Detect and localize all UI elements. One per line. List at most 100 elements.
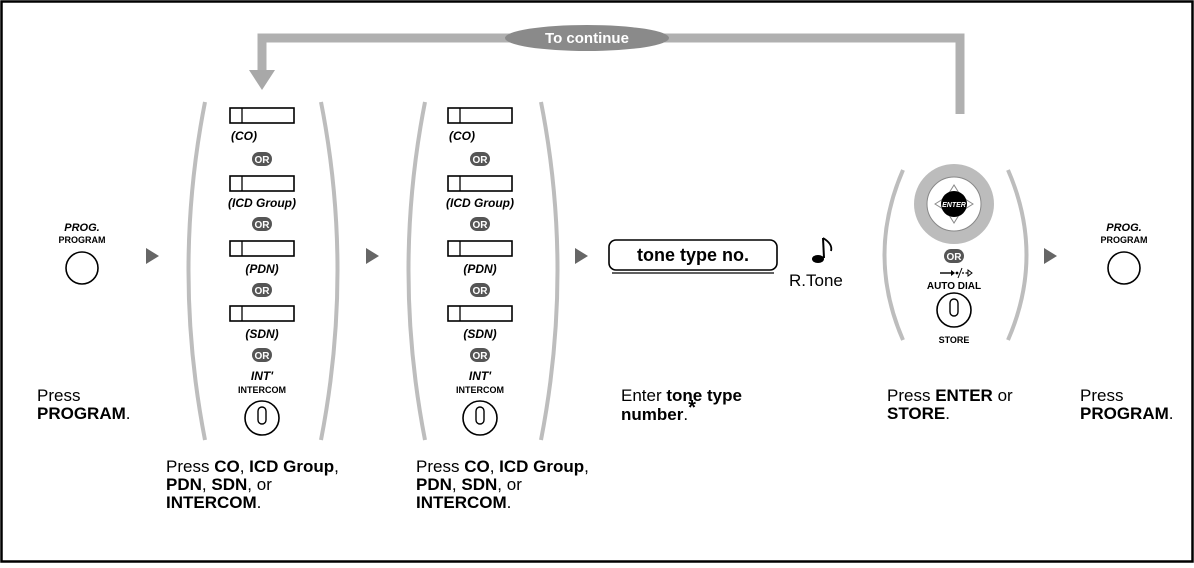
caption-bold: SDN xyxy=(461,475,498,494)
program-button-end: PROG. PROGRAM xyxy=(1101,222,1148,285)
caption-press-program-start: Press PROGRAM. xyxy=(37,387,131,423)
auto-dial-arrows-icon xyxy=(940,267,973,279)
intercom-label: INTERCOM xyxy=(238,385,286,395)
intercom-title: INT' xyxy=(469,369,492,383)
caption-text: or xyxy=(997,386,1013,405)
continue-label: To continue xyxy=(545,30,629,47)
program-button-start: PROG. PROGRAM xyxy=(59,222,106,285)
caption-text: . xyxy=(125,404,131,423)
tone-type-box-label: tone type no. xyxy=(637,245,749,265)
pdn-key-label: (PDN) xyxy=(463,262,496,276)
caption-bold: CO xyxy=(464,457,490,476)
caption-text: Enter xyxy=(621,386,662,405)
caption-bold: ICD Group xyxy=(499,457,585,476)
key-group-2: (CO) OR (ICD Group) OR (PDN) OR (SDN) OR… xyxy=(446,107,514,436)
paren-right-2 xyxy=(539,101,560,441)
continue-loop-arrow: To continue xyxy=(249,25,965,114)
pdn-key xyxy=(229,240,295,257)
paren-left-3 xyxy=(882,169,905,341)
caption-bold: PROGRAM xyxy=(1080,404,1169,423)
caption-text: or xyxy=(256,475,272,494)
caption-asterisk: * xyxy=(688,397,696,419)
caption-text: , xyxy=(239,457,245,476)
pdn-key-label: (PDN) xyxy=(245,262,278,276)
caption-text: Press xyxy=(166,457,210,476)
caption-text: , xyxy=(489,457,495,476)
caption-press-keys-1: Press CO, ICD Group, PDN, SDN, or INTERC… xyxy=(166,458,339,512)
pdn-key xyxy=(447,240,513,257)
arrow-right-2 xyxy=(366,248,379,264)
tone-type-input-box: tone type no. xyxy=(608,239,778,274)
or-label: OR xyxy=(947,252,963,263)
caption-bold: STORE xyxy=(887,404,946,423)
caption-text: , xyxy=(451,475,457,494)
caption-bold: tone type xyxy=(666,386,742,405)
caption-press-enter-store: Press ENTER or STORE. xyxy=(887,387,1013,423)
caption-bold: ICD Group xyxy=(249,457,335,476)
or-label: OR xyxy=(255,220,271,231)
co-key xyxy=(229,107,295,124)
program-title: PROG. xyxy=(64,222,99,234)
co-key xyxy=(447,107,513,124)
caption-text: , xyxy=(584,457,589,476)
co-key-label: (CO) xyxy=(231,129,257,143)
co-key-label: (CO) xyxy=(449,129,475,143)
caption-text: . xyxy=(683,405,689,424)
caption-text: , xyxy=(334,457,339,476)
arrow-right-3 xyxy=(575,248,588,264)
or-label: OR xyxy=(473,220,489,231)
paren-right-3 xyxy=(1006,169,1029,341)
store-label: STORE xyxy=(939,335,970,345)
intercom-key xyxy=(462,400,498,436)
caption-text: , xyxy=(201,475,207,494)
icd-group-key xyxy=(447,175,513,192)
caption-text: . xyxy=(256,493,262,512)
or-label: OR xyxy=(255,155,271,166)
caption-bold: PROGRAM xyxy=(37,404,126,423)
program-title: PROG. xyxy=(1106,222,1141,234)
rtone-label: R.Tone xyxy=(789,271,843,290)
caption-enter-tone-type: Enter tone type number.* xyxy=(621,387,742,424)
caption-text: or xyxy=(506,475,522,494)
auto-dial-label: AUTO DIAL xyxy=(927,281,981,292)
caption-bold: INTERCOM xyxy=(416,493,507,512)
icd-group-key-label: (ICD Group) xyxy=(228,196,296,210)
caption-text: Press xyxy=(37,386,81,405)
caption-text: . xyxy=(945,404,950,423)
intercom-key xyxy=(244,400,280,436)
or-label: OR xyxy=(473,155,489,166)
key-group-1: (CO) OR (ICD Group) OR (PDN) OR (SDN) OR… xyxy=(228,107,296,436)
paren-left-2 xyxy=(406,101,427,441)
intercom-title: INT' xyxy=(251,369,274,383)
caption-bold: PDN xyxy=(416,475,452,494)
caption-text: , xyxy=(247,475,253,494)
navigator-key: ENTER xyxy=(914,164,994,244)
enter-key-label: ENTER xyxy=(942,202,966,209)
caption-bold: INTERCOM xyxy=(166,493,257,512)
sdn-key xyxy=(447,305,513,322)
caption-press-program-end: Press PROGRAM. xyxy=(1080,387,1174,423)
caption-bold: CO xyxy=(214,457,240,476)
arrow-right-4 xyxy=(1044,248,1057,264)
caption-text: . xyxy=(1168,404,1174,423)
caption-text: . xyxy=(506,493,512,512)
music-note-icon xyxy=(812,237,833,263)
caption-text: Press xyxy=(887,386,931,405)
icd-group-key xyxy=(229,175,295,192)
caption-bold: number xyxy=(621,405,684,424)
sdn-key xyxy=(229,305,295,322)
caption-bold: ENTER xyxy=(935,386,993,405)
or-label: OR xyxy=(255,351,271,362)
or-label: OR xyxy=(255,286,271,297)
caption-bold: SDN xyxy=(211,475,248,494)
intercom-label: INTERCOM xyxy=(456,385,504,395)
icd-group-key-label: (ICD Group) xyxy=(446,196,514,210)
caption-press-keys-2: Press CO, ICD Group, PDN, SDN, or INTERC… xyxy=(416,458,589,512)
paren-right-1 xyxy=(319,101,340,441)
caption-text: , xyxy=(497,475,503,494)
sdn-key-label: (SDN) xyxy=(463,327,496,341)
program-label: PROGRAM xyxy=(59,235,106,245)
sdn-key-label: (SDN) xyxy=(245,327,278,341)
caption-text: Press xyxy=(1080,386,1124,405)
